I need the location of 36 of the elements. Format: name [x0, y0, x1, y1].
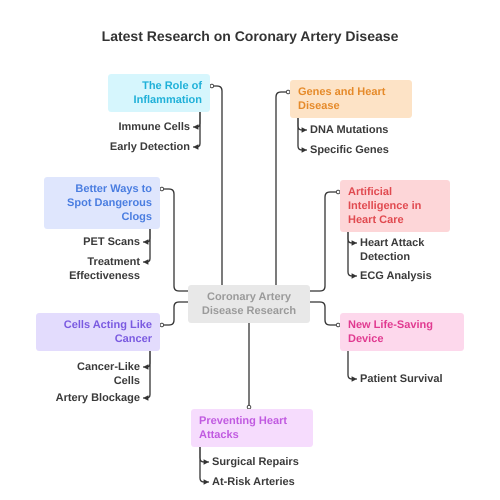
- connector: [160, 186, 188, 292]
- topic-box: Genes and Heart Disease: [290, 80, 412, 118]
- connector: [347, 351, 357, 382]
- connector: [143, 229, 151, 265]
- subtopic-label: PET Scans: [50, 235, 140, 249]
- topic-box: Cells Acting Like Cancer: [36, 313, 160, 351]
- subtopic-label: Cancer-Like Cells: [50, 360, 140, 388]
- topic-box: Artificial Intelligence in Heart Care: [340, 180, 450, 232]
- subtopic-label: Heart Attack Detection: [360, 236, 450, 264]
- central-topic-box: Coronary Artery Disease Research: [188, 285, 310, 323]
- subtopic-label: Treatment Effectiveness: [30, 255, 140, 283]
- connector: [347, 232, 357, 279]
- topic-box: New Life-Saving Device: [340, 313, 464, 351]
- subtopic-label: Specific Genes: [310, 143, 430, 157]
- subtopic-label: Patient Survival: [360, 372, 480, 386]
- subtopic-label: DNA Mutations: [310, 123, 430, 137]
- subtopic-label: Surgical Repairs: [212, 455, 332, 469]
- connector: [297, 118, 307, 153]
- connector: [160, 301, 188, 328]
- connector: [193, 112, 201, 150]
- diagram-title: Latest Research on Coronary Artery Disease: [100, 28, 400, 44]
- connector: [210, 84, 223, 285]
- subtopic-label: ECG Analysis: [360, 269, 470, 283]
- connector: [310, 301, 340, 328]
- subtopic-label: Early Detection: [60, 140, 190, 154]
- subtopic-label: At-Risk Arteries: [212, 475, 332, 489]
- topic-box: Better Ways to Spot Dangerous Clogs: [44, 177, 160, 229]
- subtopic-label: Artery Blockage: [20, 391, 140, 405]
- connector: [199, 447, 209, 485]
- topic-box: Preventing Heart Attacks: [191, 409, 313, 447]
- topic-box: The Role of Inflammation: [108, 74, 210, 112]
- subtopic-label: Immune Cells: [80, 120, 190, 134]
- connector: [310, 190, 340, 292]
- connector: [143, 351, 151, 401]
- connector: [275, 90, 290, 285]
- connector: [246, 323, 252, 410]
